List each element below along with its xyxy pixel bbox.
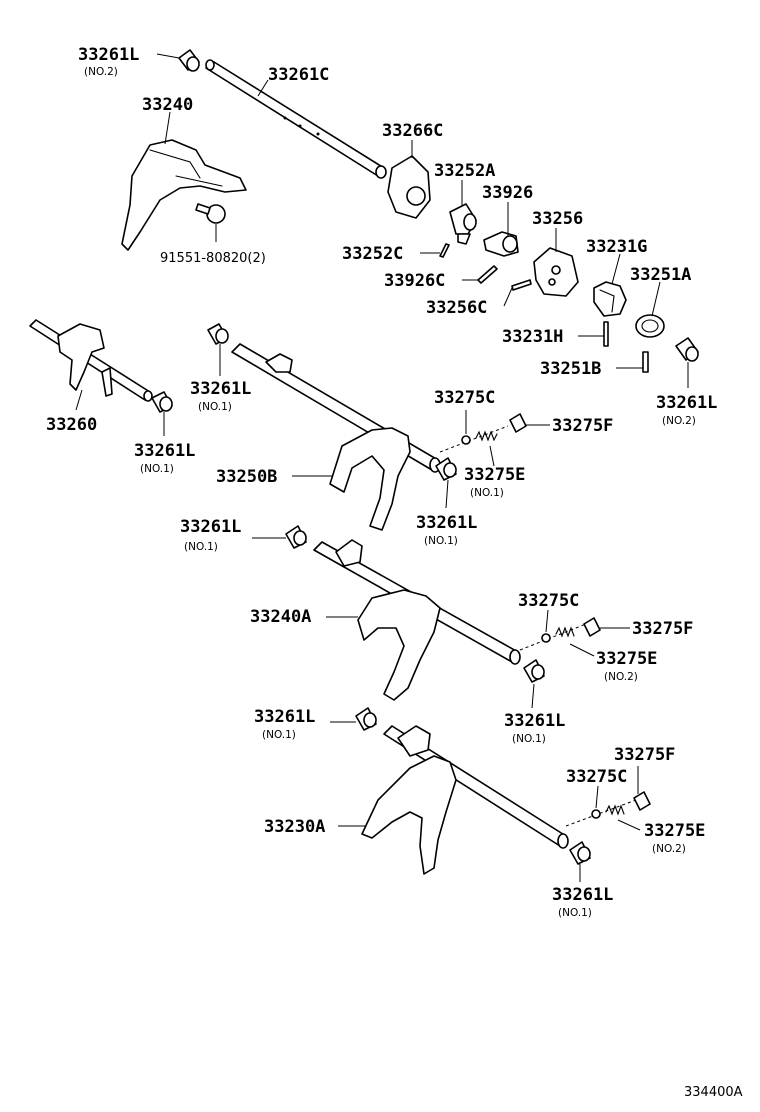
detent-33275-set-3 <box>565 791 651 827</box>
label-33275F-3: 33275F <box>614 745 675 765</box>
shaft-33261C <box>205 59 387 179</box>
label-33252A: 33252A <box>434 161 495 181</box>
label-33261L-top: 33261L <box>78 45 139 65</box>
pin-33252C <box>439 243 450 258</box>
label-33261L-c-note: (NO.1) <box>424 535 458 547</box>
label-33275E-3: 33275E <box>644 821 705 841</box>
label-33261L-right-note: (NO.2) <box>662 415 696 427</box>
leader-lines <box>75 53 689 882</box>
detent-33275-set-1 <box>439 413 527 453</box>
label-33231H: 33231H <box>502 327 563 347</box>
label-33261L-f: 33261L <box>254 707 315 727</box>
fork-33240A <box>357 589 441 701</box>
bushing-33261L-b <box>151 391 173 413</box>
shaft-33260 <box>29 319 153 402</box>
part-33231G <box>593 281 627 317</box>
label-33261L-a: 33261L <box>190 379 251 399</box>
label-33261L-right: 33261L <box>656 393 717 413</box>
label-33250B: 33250B <box>216 467 277 487</box>
label-33275F-1: 33275F <box>552 416 613 436</box>
label-33275E-1: 33275E <box>464 465 525 485</box>
pin-33251B <box>642 351 649 373</box>
label-33275E-3-note: (NO.2) <box>652 843 686 855</box>
pin-33256C <box>511 279 532 291</box>
bushing-33261L-e <box>523 659 545 683</box>
label-33275C-3: 33275C <box>566 767 627 787</box>
figure-code: 334400A <box>684 1085 743 1100</box>
bushing-33261L-g <box>569 841 591 865</box>
label-33252C: 33252C <box>342 244 403 264</box>
lever-33240 <box>121 139 247 251</box>
bushing-33261L-f <box>355 707 377 731</box>
pin-33926C <box>477 265 498 284</box>
label-33240: 33240 <box>142 95 193 115</box>
bushing-33261L-a <box>207 323 229 345</box>
label-33261L-c: 33261L <box>416 513 477 533</box>
label-91551-80820: 91551-80820(2) <box>160 251 266 266</box>
bushing-33261L-top <box>178 49 200 72</box>
label-33260: 33260 <box>46 415 97 435</box>
label-33230A: 33230A <box>264 817 325 837</box>
label-33261L-d-note: (NO.1) <box>184 541 218 553</box>
part-33266C <box>387 155 431 219</box>
label-33261L-g-note: (NO.1) <box>558 907 592 919</box>
part-33256 <box>533 247 579 297</box>
label-33261L-e: 33261L <box>504 711 565 731</box>
shaft-33230A <box>383 725 569 849</box>
pin-33231H <box>603 321 609 347</box>
label-33261L-g: 33261L <box>552 885 613 905</box>
label-33261C: 33261C <box>268 65 329 85</box>
label-33275E-2-note: (NO.2) <box>604 671 638 683</box>
label-33261L-a-note: (NO.1) <box>198 401 232 413</box>
label-33256: 33256 <box>532 209 583 229</box>
label-33266C: 33266C <box>382 121 443 141</box>
label-33240A: 33240A <box>250 607 311 627</box>
label-33261L-e-note: (NO.1) <box>512 733 546 745</box>
label-33261L-b-note: (NO.1) <box>140 463 174 475</box>
label-33926: 33926 <box>482 183 533 203</box>
part-labels: 33261L (NO.2) 33261C 33240 33266C 33252A… <box>46 45 743 1100</box>
label-33275F-2: 33275F <box>632 619 693 639</box>
part-33252A <box>449 203 477 245</box>
bolt-91551 <box>195 203 226 224</box>
label-33261L-b: 33261L <box>134 441 195 461</box>
label-33275C-1: 33275C <box>434 388 495 408</box>
label-33261L-f-note: (NO.1) <box>262 729 296 741</box>
label-33261L-d: 33261L <box>180 517 241 537</box>
bushing-33261L-d <box>285 525 307 549</box>
fork-33250B <box>329 427 411 531</box>
label-33275E-2: 33275E <box>596 649 657 669</box>
bushing-33261L-c <box>435 457 457 481</box>
label-33275C-2: 33275C <box>518 591 579 611</box>
label-33231G: 33231G <box>586 237 647 257</box>
label-33261L-top-note: (NO.2) <box>84 66 118 78</box>
part-33251A <box>635 314 665 338</box>
fork-33230A <box>361 755 457 875</box>
label-33926C: 33926C <box>384 271 445 291</box>
detent-33275-set-2 <box>519 617 601 651</box>
label-33251A: 33251A <box>630 265 691 285</box>
bushing-33261L-right <box>675 337 699 362</box>
label-33256C: 33256C <box>426 298 487 318</box>
part-33926 <box>483 231 519 257</box>
label-33275E-1-note: (NO.1) <box>470 487 504 499</box>
label-33251B: 33251B <box>540 359 601 379</box>
